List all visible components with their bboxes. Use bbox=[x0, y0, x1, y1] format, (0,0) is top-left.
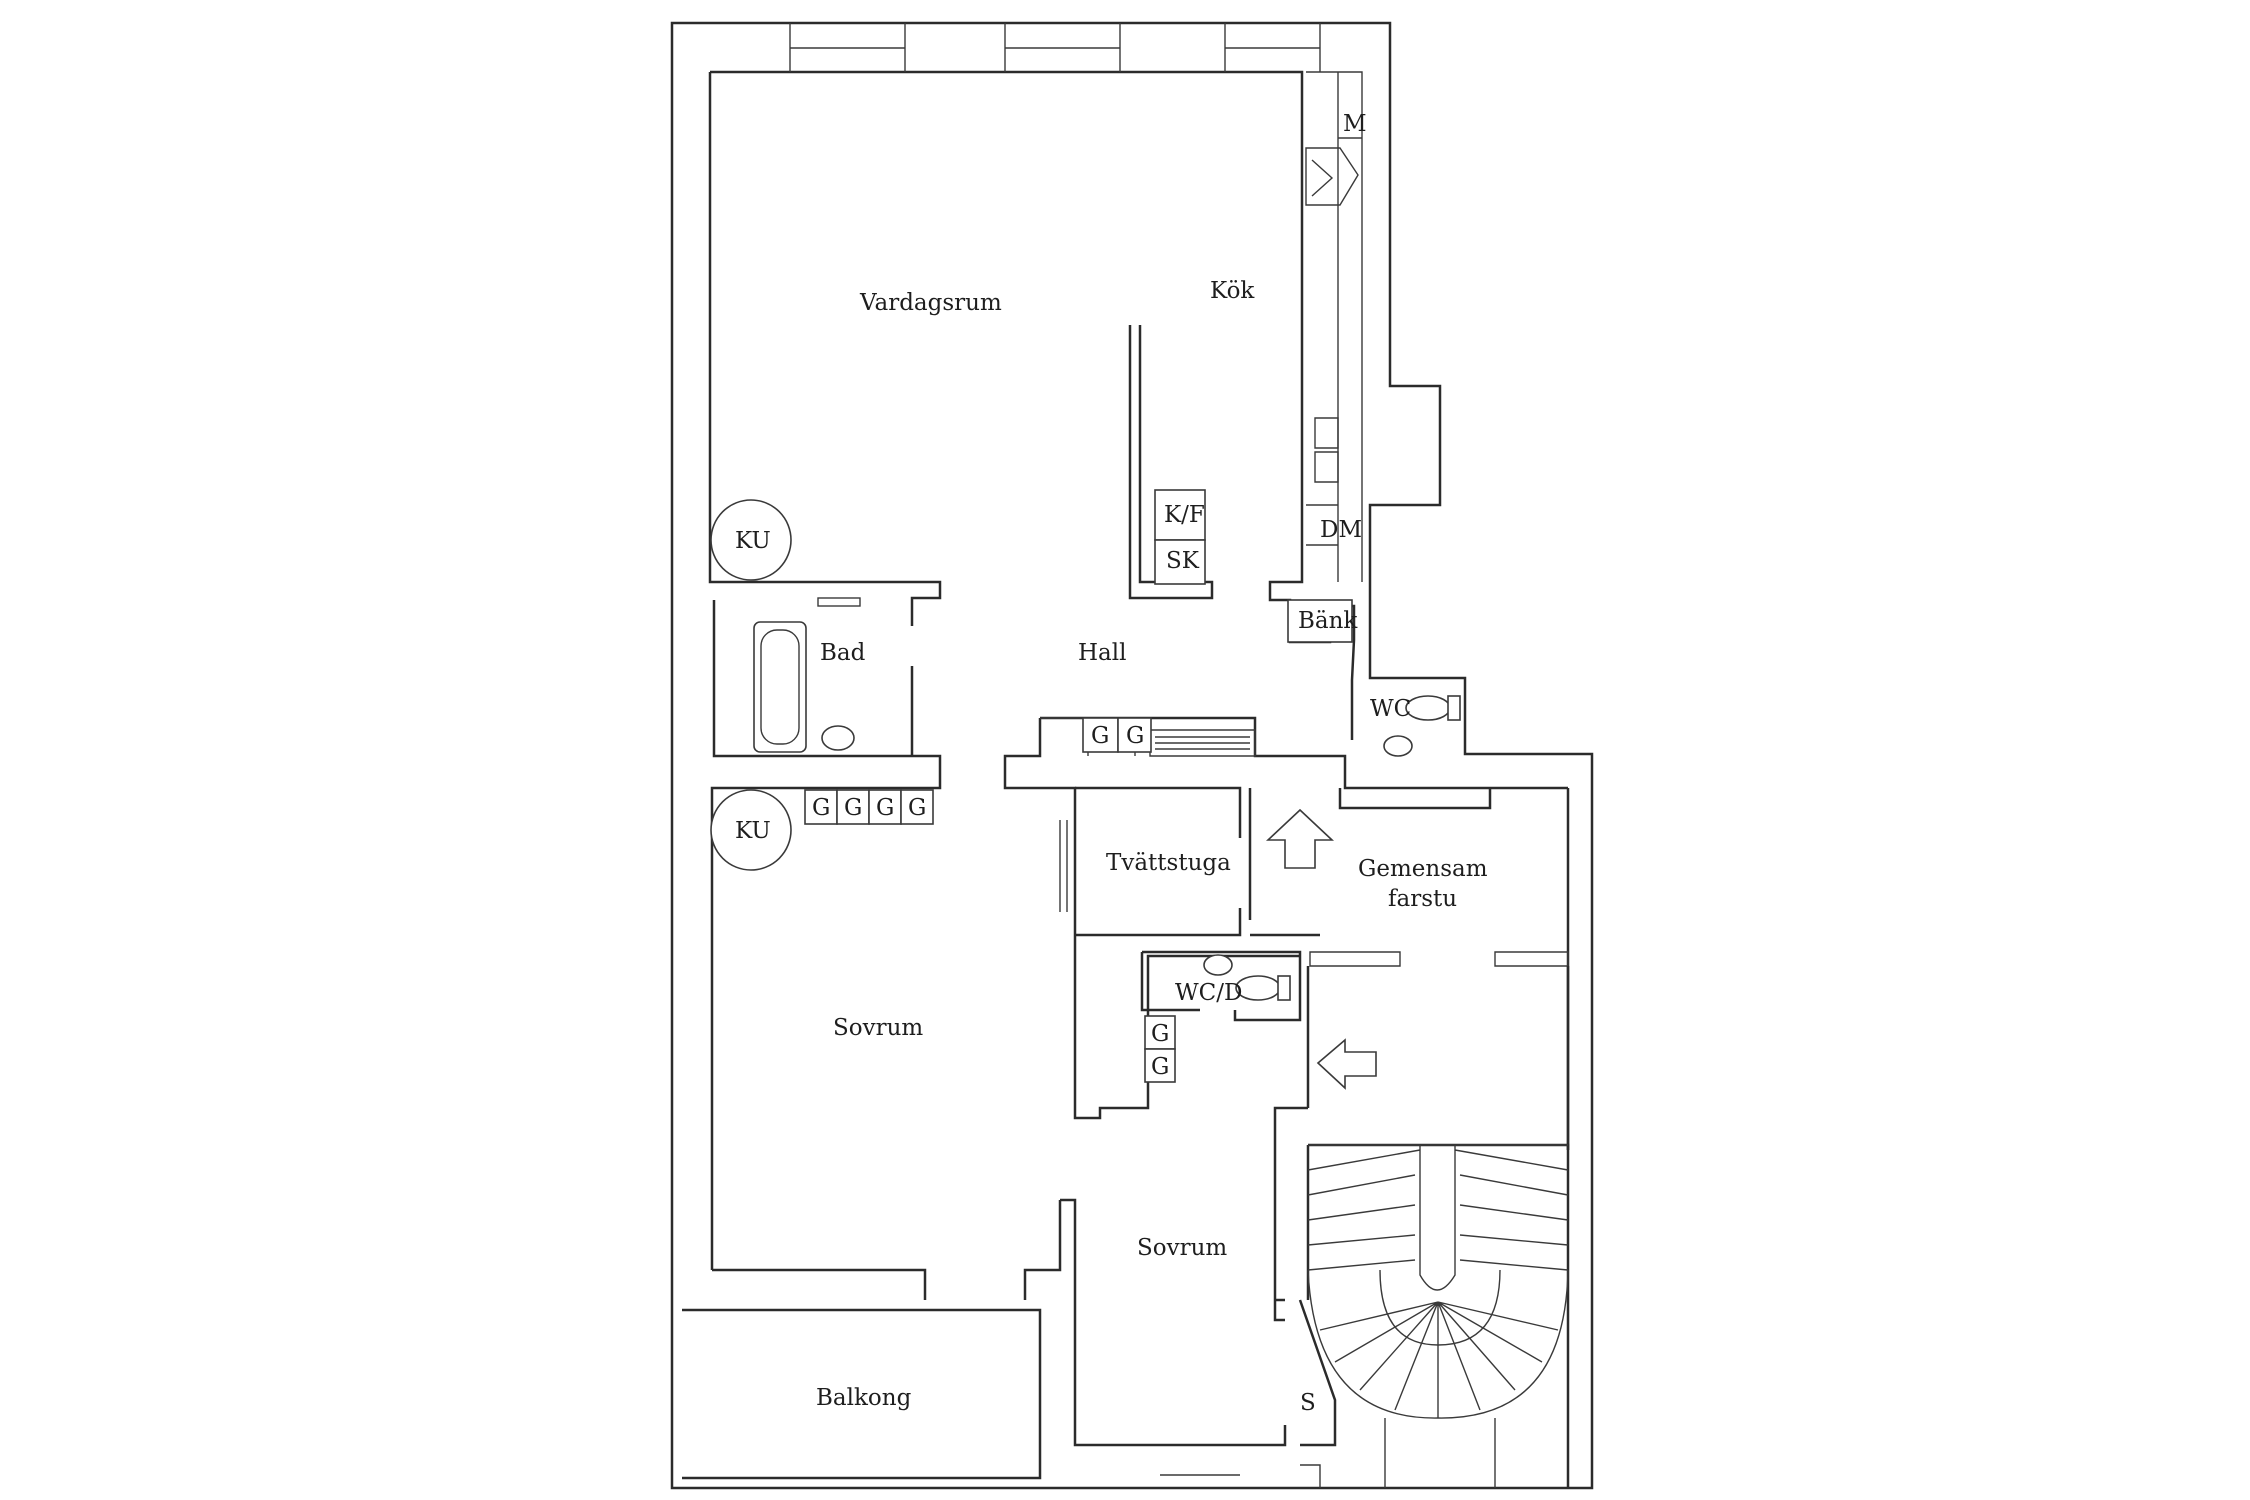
label-vardagsrum: Vardagsrum bbox=[859, 290, 1002, 316]
wc-small-tank bbox=[1447, 695, 1461, 721]
wc-small-sink bbox=[1383, 735, 1413, 757]
stair-exit bbox=[1384, 1418, 1496, 1488]
stair-radial bbox=[1319, 1301, 1559, 1418]
label-kok: Kök bbox=[1210, 278, 1255, 304]
label-g-7: G bbox=[1151, 1021, 1169, 1047]
dm-line bbox=[1306, 504, 1338, 546]
bathtub-inner bbox=[760, 629, 800, 745]
arrow-up-icon bbox=[1265, 808, 1335, 869]
g-box-2 bbox=[1117, 717, 1152, 753]
kitchen-counter bbox=[1306, 71, 1363, 582]
stove-hood bbox=[1305, 147, 1359, 206]
bad-walls bbox=[710, 600, 942, 1270]
g-box-5 bbox=[868, 789, 902, 825]
inner-wall-left-top bbox=[708, 72, 942, 626]
label-g-1: G bbox=[1091, 723, 1109, 749]
label-fridge: K/F bbox=[1164, 502, 1205, 528]
label-farstu: farstu bbox=[1388, 886, 1457, 912]
g-box-6 bbox=[900, 789, 934, 825]
hall-mid-wall bbox=[1040, 716, 1568, 790]
wcd-toilet bbox=[1235, 975, 1281, 1001]
label-microwave: M bbox=[1343, 111, 1367, 137]
label-g-4: G bbox=[844, 795, 862, 821]
wcd-walls bbox=[1140, 950, 1302, 1022]
wcd-tank bbox=[1277, 975, 1291, 1001]
bad-sink bbox=[821, 725, 855, 751]
tvattstuga-walls bbox=[1075, 786, 1320, 937]
wc-small-toilet bbox=[1405, 695, 1451, 721]
label-balkong: Balkong bbox=[816, 1385, 912, 1411]
g-box-4 bbox=[836, 789, 870, 825]
sovrum-small-bottom bbox=[1160, 1464, 1321, 1488]
label-sovrum-small: Sovrum bbox=[1137, 1235, 1227, 1261]
g-box-8 bbox=[1144, 1048, 1176, 1083]
label-g-5: G bbox=[876, 795, 894, 821]
label-tvattstuga: Tvättstuga bbox=[1106, 850, 1231, 876]
windows-top bbox=[789, 23, 1321, 72]
kitchen-partition bbox=[1128, 325, 1214, 600]
tvattstuga-left bbox=[1059, 820, 1068, 912]
label-ku-bottom: KU bbox=[735, 818, 771, 844]
label-bench: Bänk bbox=[1298, 608, 1358, 634]
label-dishwasher: DM bbox=[1320, 517, 1362, 543]
arrow-left-icon bbox=[1316, 1038, 1377, 1090]
label-ku-top: KU bbox=[735, 528, 771, 554]
label-hall: Hall bbox=[1078, 640, 1126, 666]
label-wcd: WC/D bbox=[1175, 980, 1242, 1006]
label-sovrum-large: Sovrum bbox=[833, 1015, 923, 1041]
fridge-box bbox=[1154, 489, 1206, 541]
cabinet-box bbox=[1154, 539, 1206, 585]
label-g-2: G bbox=[1126, 723, 1144, 749]
farstu-door-right bbox=[1494, 951, 1569, 967]
sovrum-large-bottom bbox=[712, 1200, 1062, 1300]
balkong bbox=[682, 1308, 1042, 1480]
label-gemensam: Gemensam bbox=[1358, 856, 1488, 882]
sovrum-small-walls bbox=[1060, 1198, 1337, 1447]
ku-stove-bottom bbox=[710, 789, 792, 871]
wcd-sink bbox=[1203, 954, 1233, 976]
farstu-door-left bbox=[1309, 951, 1401, 967]
bathtub bbox=[753, 621, 807, 753]
farstu-inner bbox=[1273, 966, 1570, 1322]
ku-stove-top bbox=[710, 499, 792, 581]
label-g-3: G bbox=[812, 795, 830, 821]
label-g-6: G bbox=[908, 795, 926, 821]
bad-vent bbox=[817, 597, 861, 607]
sink bbox=[1314, 417, 1339, 483]
stair-treads bbox=[1307, 1144, 1569, 1291]
g-box-1 bbox=[1082, 717, 1119, 753]
farstu-walls bbox=[1338, 788, 1570, 1150]
label-wc-small: WC bbox=[1370, 696, 1411, 722]
label-storage: S bbox=[1300, 1390, 1316, 1416]
label-g-8: G bbox=[1151, 1054, 1169, 1080]
label-cabinet: SK bbox=[1166, 548, 1200, 574]
radiator bbox=[1149, 729, 1256, 757]
outer-wall bbox=[670, 21, 1594, 1490]
label-bad: Bad bbox=[820, 640, 866, 666]
bench-box bbox=[1287, 599, 1353, 643]
